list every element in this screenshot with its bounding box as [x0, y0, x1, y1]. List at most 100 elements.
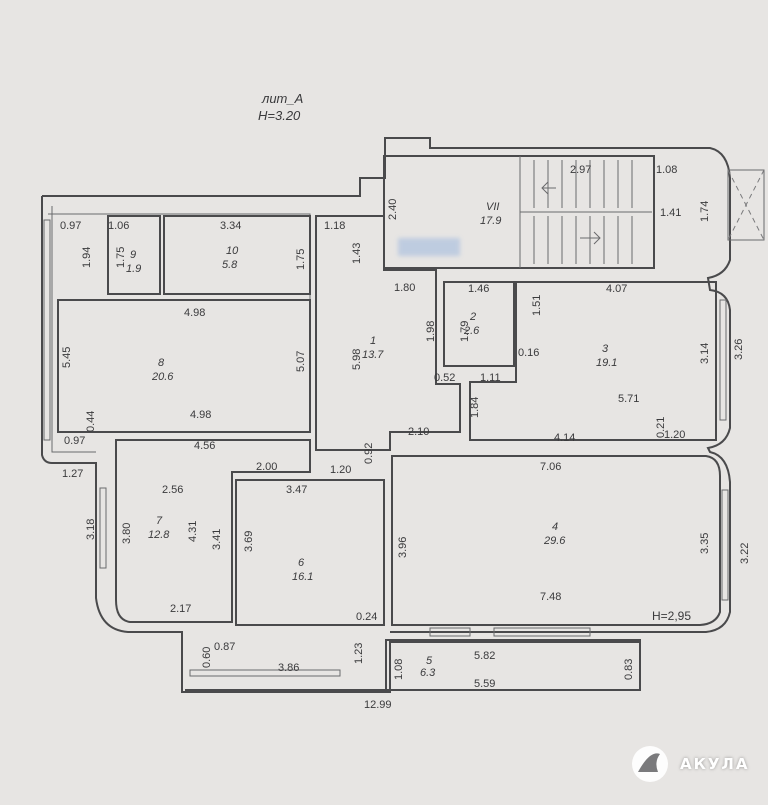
dimension-label: 5.98: [351, 349, 363, 370]
room-area: 2.6: [463, 325, 480, 337]
dimension-label: 5.07: [295, 351, 307, 372]
dimension-label: 5.82: [474, 650, 495, 662]
dimension-label: 4.14: [554, 432, 575, 444]
room-label-8: 8 20.6: [151, 357, 174, 383]
dimension-label: 1.18: [324, 220, 345, 232]
dimension-label: 4.31: [187, 521, 199, 542]
room-label-vii: VII 17.9: [480, 201, 501, 227]
dimension-label: 4.56: [194, 440, 215, 452]
dimension-label: 12.99: [364, 699, 392, 711]
watermark-label: АКУЛА: [680, 755, 750, 773]
dimension-label: 1.43: [351, 243, 363, 264]
dimension-label: 1.94: [81, 247, 93, 268]
dimension-label: 2.97: [570, 164, 591, 176]
dimension-label: 0.16: [518, 347, 539, 359]
dimension-label: 0.60: [201, 647, 213, 668]
dimension-label: 3.26: [733, 339, 745, 360]
dimension-label: 0.92: [363, 443, 375, 464]
room-area: 20.6: [151, 371, 174, 383]
redacted-patch: [398, 238, 460, 256]
room-3-outline: [469, 281, 717, 441]
dimension-label: 1.51: [531, 295, 543, 316]
dimension-label: 0.52: [434, 372, 455, 384]
plan-title: лит_А: [261, 91, 303, 106]
dimension-label: 0.87: [214, 641, 235, 653]
room-8-outline: [57, 299, 311, 433]
room-label-9: 9 1.9: [126, 249, 141, 275]
room-label-3: 3 19.1: [596, 343, 617, 369]
room-2-outline: [443, 281, 515, 367]
dimension-label: 1.08: [656, 164, 677, 176]
dimension-label: 5.59: [474, 678, 495, 690]
room-area: 13.7: [362, 349, 384, 361]
dimension-label: 3.41: [211, 529, 223, 550]
room-5-outline: [385, 639, 641, 691]
room-label-6: 6 16.1: [292, 557, 313, 583]
dimension-label: 1.23: [353, 643, 365, 664]
dimension-label: 3.35: [699, 533, 711, 554]
dimension-label: 1.79: [459, 321, 471, 342]
dimension-label: 3.69: [243, 531, 255, 552]
room-4-outline: [391, 455, 721, 626]
room-area: 16.1: [292, 571, 313, 583]
dimension-label: 3.22: [739, 543, 751, 564]
dimension-label: 0.97: [60, 220, 81, 232]
room-label-4: 4 29.6: [543, 521, 566, 547]
room-area: 12.8: [148, 529, 170, 541]
dimension-label: 1.84: [469, 397, 481, 418]
dimension-label: 0.24: [356, 611, 377, 623]
outer-wall-east: [42, 137, 731, 633]
dimension-label: 4.07: [606, 283, 627, 295]
dimension-label: 3.14: [699, 343, 711, 364]
dimension-label: 1.20: [664, 429, 685, 441]
room-vii-outline: [383, 155, 655, 269]
room-number: 2: [469, 311, 476, 323]
dimension-label: 2.00: [256, 461, 277, 473]
dimension-label: 2.17: [170, 603, 191, 615]
room-9-outline: [107, 215, 161, 295]
room-label-5: 5 6.3: [420, 655, 436, 679]
dimension-label: 1.06: [108, 220, 129, 232]
dimension-label: 5.71: [618, 393, 639, 405]
dimension-label: 4.98: [184, 307, 205, 319]
ceiling-height: Н=3.20: [258, 108, 301, 123]
room-area: 29.6: [543, 535, 566, 547]
room-number: 10: [226, 245, 239, 257]
dimension-label: 1.41: [660, 207, 681, 219]
room-number: 5: [426, 655, 433, 667]
dimension-label: 3.96: [397, 537, 409, 558]
windows: [43, 219, 729, 677]
dimension-label: 1.74: [699, 201, 711, 222]
dimension-label: 0.97: [64, 435, 85, 447]
dimension-label: 1.11: [480, 372, 501, 384]
room-6-outline: [235, 479, 385, 626]
room-number: 1: [370, 335, 376, 347]
room-4-height: Н=2,95: [652, 609, 691, 623]
dimension-label: 1.80: [394, 282, 415, 294]
shark-fin-logo-icon: [632, 746, 668, 782]
dimension-label: 0.21: [655, 417, 667, 438]
dimension-label: 1.08: [393, 659, 405, 680]
dimension-label: 3.34: [220, 220, 241, 232]
dimension-label: 3.80: [121, 523, 133, 544]
room-10-outline: [163, 215, 311, 295]
stairs: [519, 156, 652, 268]
inner-wall: [51, 206, 96, 453]
dimension-label: 0.83: [623, 659, 635, 680]
room-area: 6.3: [420, 667, 436, 679]
room-area: 1.9: [126, 263, 141, 275]
room-number: 3: [602, 343, 609, 355]
room-7-outline: [115, 439, 311, 623]
room-label-1: 1 13.7: [362, 335, 384, 361]
dimension-label: 3.18: [85, 519, 97, 540]
dimension-label: 1.98: [425, 321, 437, 342]
dimension-label: 2.56: [162, 484, 183, 496]
room-number: 9: [130, 249, 136, 261]
dimension-label: 1.20: [330, 464, 351, 476]
dimension-label: 0.44: [85, 411, 97, 432]
room-number: 7: [156, 515, 163, 527]
dimension-label: 3.86: [278, 662, 299, 674]
